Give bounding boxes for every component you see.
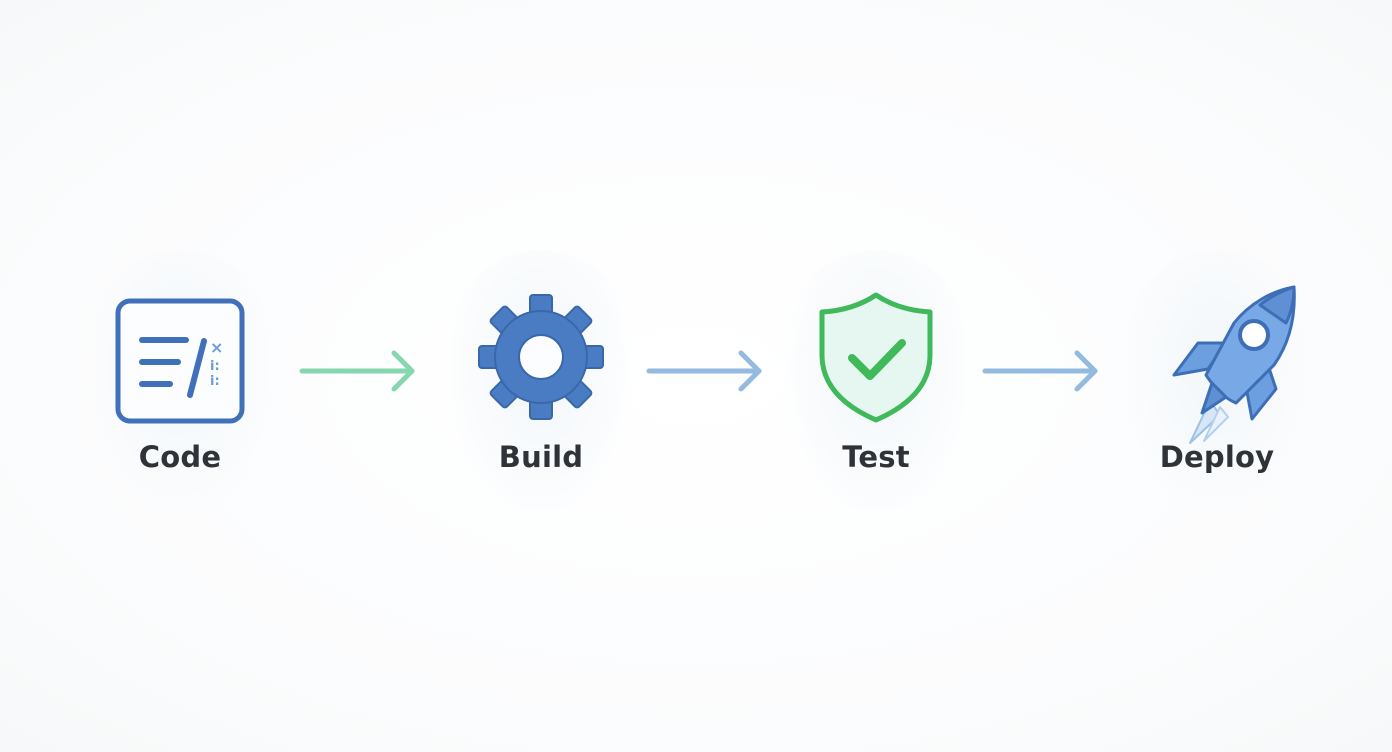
stage-code: × i: i: Code bbox=[70, 250, 290, 510]
stage-label-test: Test bbox=[842, 440, 910, 474]
stage-label-build: Build bbox=[498, 440, 584, 474]
gear-icon bbox=[471, 285, 611, 425]
stage-build: Build bbox=[431, 250, 651, 510]
stage-test: Test bbox=[766, 250, 986, 510]
stage-label-deploy: Deploy bbox=[1159, 440, 1275, 474]
svg-text:i:: i: bbox=[210, 359, 220, 374]
arrow-right-icon bbox=[645, 346, 769, 396]
svg-text:i:: i: bbox=[210, 374, 220, 389]
arrow-right-icon bbox=[981, 346, 1105, 396]
shield-check-icon bbox=[806, 285, 946, 425]
stage-deploy: Deploy bbox=[1107, 250, 1327, 510]
rocket-icon bbox=[1162, 285, 1302, 444]
stage-label-code: Code bbox=[138, 440, 222, 474]
code-editor-icon: × i: i: bbox=[110, 285, 250, 425]
svg-text:×: × bbox=[210, 338, 223, 357]
arrow-right-icon bbox=[298, 346, 422, 396]
